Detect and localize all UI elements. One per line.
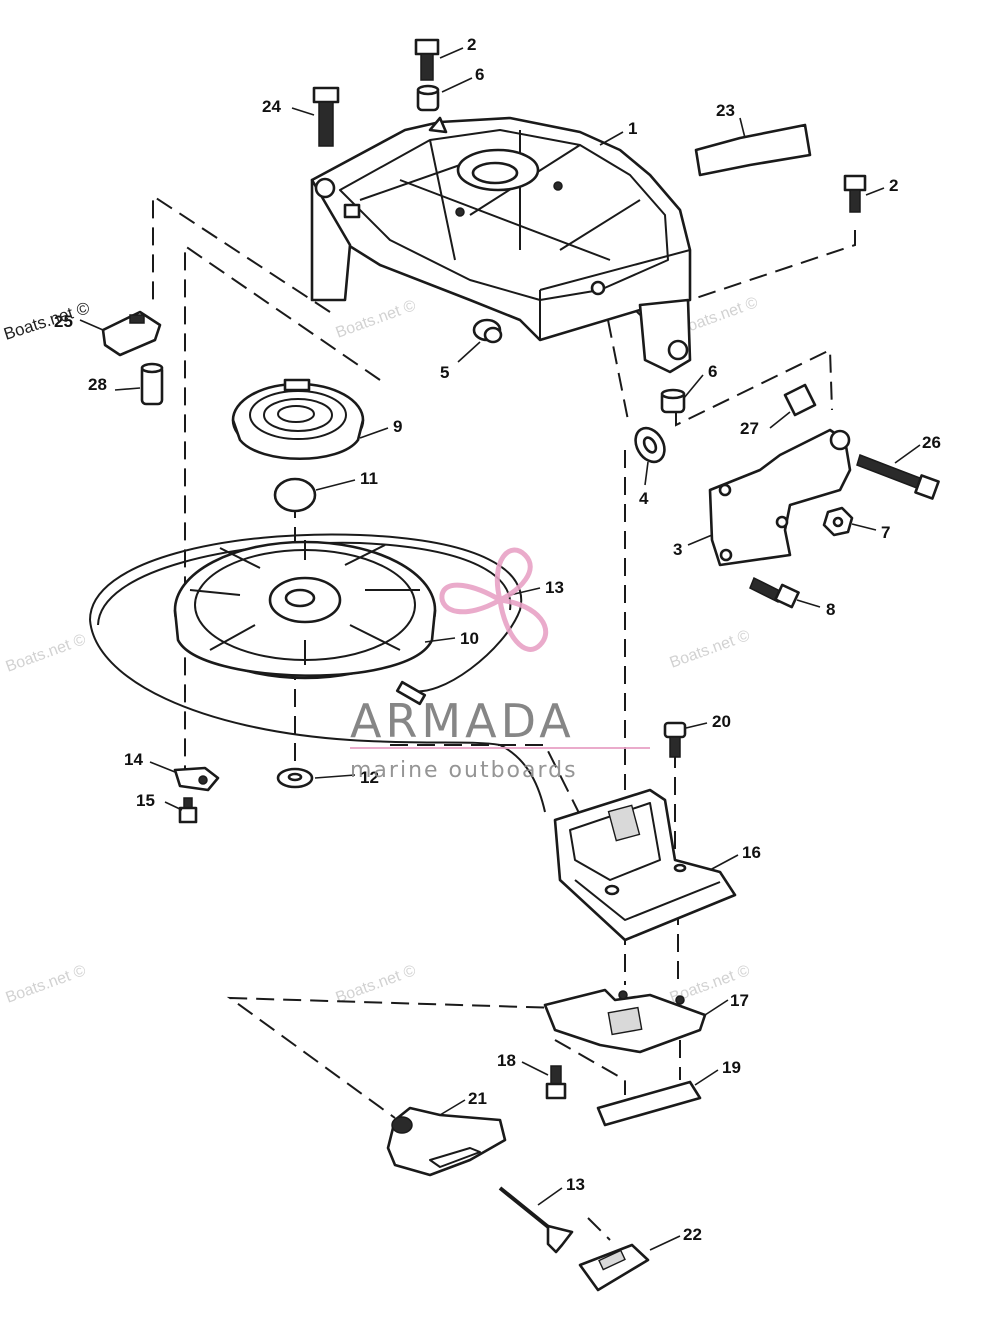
nut-insert <box>472 318 503 344</box>
callout-15: 15 <box>136 791 155 810</box>
guide-plate <box>543 988 707 1054</box>
callout-23: 23 <box>716 101 735 120</box>
rope-pin <box>498 1186 574 1254</box>
watermark: Boats.net © <box>334 297 419 342</box>
callout-13-pin: 13 <box>566 1175 585 1194</box>
assembly-lines <box>152 194 856 1241</box>
watermark: Boats.net © <box>668 627 753 672</box>
callout-26: 26 <box>922 433 941 452</box>
starter-handle <box>386 1106 507 1177</box>
dust-cap <box>273 477 317 513</box>
decal <box>694 123 812 177</box>
callout-28: 28 <box>88 375 107 394</box>
callout-22: 22 <box>683 1225 702 1244</box>
callout-6-right: 6 <box>708 362 717 381</box>
callout-8: 8 <box>826 600 835 619</box>
long-bolt <box>312 86 340 147</box>
rewind-pulley <box>173 540 437 680</box>
starter-housing <box>310 116 692 374</box>
callout-27: 27 <box>740 419 759 438</box>
callout-2-right: 2 <box>889 176 898 195</box>
callout-14: 14 <box>124 750 143 769</box>
callout-16: 16 <box>742 843 761 862</box>
callout-2-top: 2 <box>467 35 476 54</box>
plate-screw <box>545 1065 567 1100</box>
pawl-clip <box>101 310 162 357</box>
callout-3: 3 <box>673 540 682 559</box>
callout-17: 17 <box>730 991 749 1010</box>
callout-18: 18 <box>497 1051 516 1070</box>
callout-19: 19 <box>722 1058 741 1077</box>
propeller-icon <box>439 547 549 652</box>
mounting-bracket <box>708 428 852 567</box>
callout-4: 4 <box>639 489 649 508</box>
screw-small <box>178 797 198 824</box>
rope-guide <box>553 788 737 942</box>
callout-13-rope: 13 <box>545 578 564 597</box>
washer <box>276 767 314 789</box>
boats-corner-label: Boats.net © <box>1 298 92 344</box>
callout-25: 25 <box>54 312 73 331</box>
callout-labels: 1 2 2 3 4 5 6 6 7 8 9 10 11 12 13 13 14 … <box>54 35 941 1244</box>
watermark: Boats.net © <box>4 631 89 676</box>
watermark: Boats.net © <box>334 962 419 1007</box>
callout-1: 1 <box>628 119 637 138</box>
callout-11: 11 <box>360 469 378 488</box>
brand-tagline: marine outboards <box>350 758 578 783</box>
bolt-top <box>414 38 440 81</box>
bushing <box>783 383 817 417</box>
bolt-right <box>843 174 867 213</box>
callout-6-top: 6 <box>475 65 484 84</box>
callout-10: 10 <box>460 629 479 648</box>
rewind-spring-housing <box>231 378 365 461</box>
callout-12: 12 <box>360 768 379 787</box>
pin <box>140 362 164 406</box>
bracket-bolt <box>856 454 940 500</box>
spacer-top <box>416 84 440 112</box>
gasket-strip <box>596 1080 702 1127</box>
bracket-screw <box>749 576 800 609</box>
handle-insert <box>578 1243 650 1292</box>
screw-guide <box>663 721 687 758</box>
callout-21: 21 <box>468 1089 487 1108</box>
wave-washer <box>634 426 666 464</box>
leader-lines <box>79 47 921 1251</box>
retainer-clip <box>173 766 220 792</box>
callout-9: 9 <box>393 417 402 436</box>
brand-name: ARMADA <box>350 694 575 748</box>
spacer-right <box>660 388 686 414</box>
callout-20: 20 <box>712 712 731 731</box>
armada-logo: ARMADA marine outboards <box>350 547 650 783</box>
watermark: Boats.net © <box>4 962 89 1007</box>
callout-5: 5 <box>440 363 449 382</box>
callout-24: 24 <box>262 97 281 116</box>
lock-nut <box>822 506 854 537</box>
callout-7: 7 <box>881 523 890 542</box>
rope-end <box>395 680 427 706</box>
